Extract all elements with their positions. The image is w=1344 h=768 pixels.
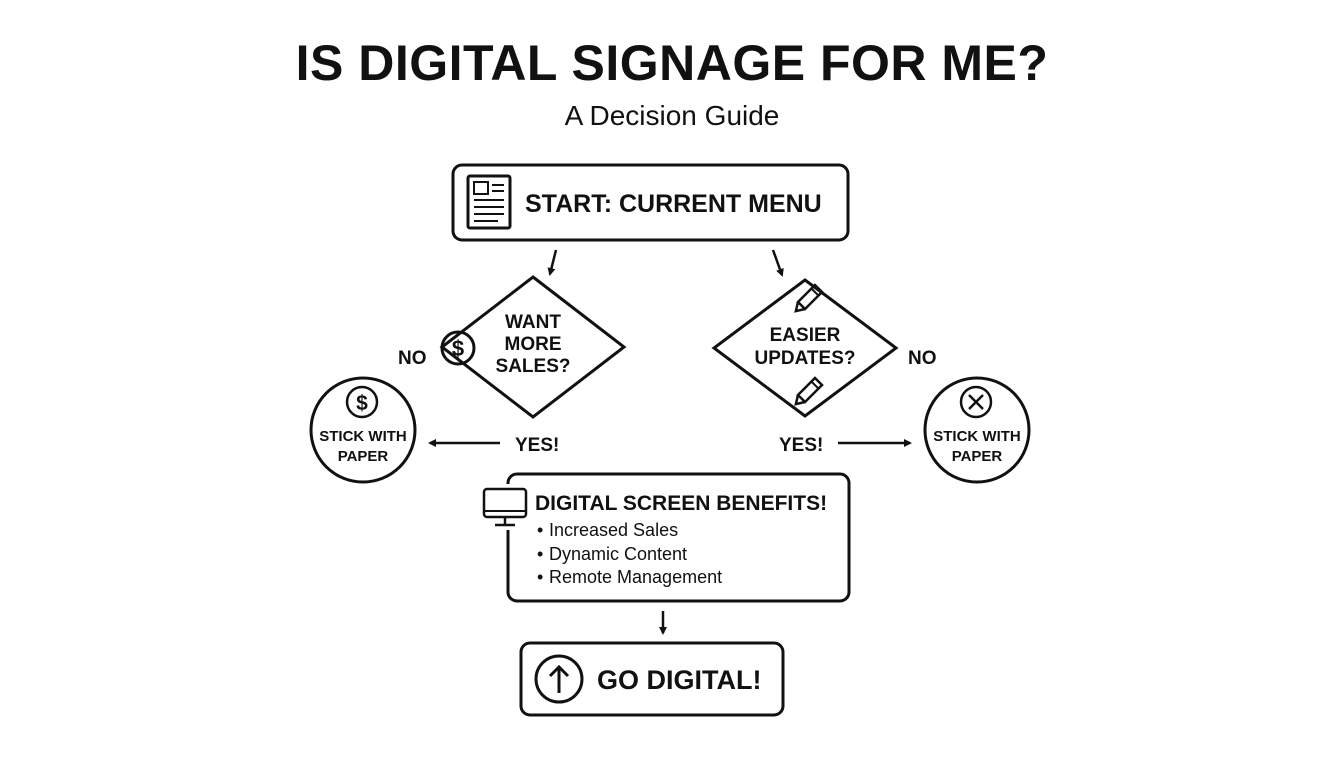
page-subtitle: A Decision Guide (564, 100, 780, 131)
benefit-item-3: Remote Management (549, 567, 722, 587)
start-label: START: CURRENT MENU (525, 190, 822, 218)
stick-right-line-1: STICK WITH (933, 428, 1021, 445)
go-digital-node: GO DIGITAL! (519, 641, 785, 717)
edge-label-no-left: NO (398, 348, 427, 369)
go-digital-label: GO DIGITAL! (597, 665, 761, 695)
benefit-item-1: Increased Sales (549, 520, 678, 540)
decision-updates-line-2: UPDATES? (755, 348, 856, 369)
decision-updates-line-1: EASIER (770, 325, 841, 346)
stick-right-line-2: PAPER (952, 448, 1003, 465)
monitor-icon (482, 487, 528, 527)
benefits-title: DIGITAL SCREEN BENEFITS! (535, 492, 827, 515)
svg-text:$: $ (452, 336, 464, 361)
page-title: IS DIGITAL SIGNAGE FOR ME? (295, 35, 1049, 91)
dollar-icon: $ (345, 385, 379, 419)
benefit-bullet: • (537, 544, 543, 564)
start-node: START: CURRENT MENU (451, 163, 850, 242)
decision-sales-line-3: SALES? (496, 356, 571, 377)
pencil-icon (794, 376, 824, 406)
stick-with-paper-right: STICK WITH PAPER (923, 376, 1031, 484)
edge-label-yes-right: YES! (779, 435, 823, 456)
arrow-start-to-updates (771, 249, 784, 277)
stick-left-line-1: STICK WITH (319, 428, 407, 445)
decision-sales: $ WANT MORE SALES? (439, 275, 627, 419)
stick-with-paper-left: $ STICK WITH PAPER (309, 376, 417, 484)
pencil-icon (794, 283, 824, 313)
document-icon (466, 174, 512, 230)
benefits-box: DIGITAL SCREEN BENEFITS! • Increased Sal… (477, 472, 851, 603)
svg-text:$: $ (356, 392, 368, 415)
dollar-icon: $ (440, 330, 476, 366)
x-circle-icon (959, 385, 993, 419)
edge-label-no-right: NO (908, 348, 937, 369)
decision-sales-line-2: MORE (505, 334, 562, 355)
benefit-bullet: • (537, 567, 543, 587)
benefit-item-2: Dynamic Content (549, 544, 687, 564)
decision-updates: EASIER UPDATES? (711, 278, 899, 418)
edge-label-yes-left: YES! (515, 435, 559, 456)
decision-sales-line-1: WANT (505, 312, 561, 333)
stick-left-line-2: PAPER (338, 448, 389, 465)
arrow-start-to-sales (547, 249, 558, 276)
upload-arrow-icon (534, 654, 584, 704)
benefit-bullet: • (537, 520, 543, 540)
